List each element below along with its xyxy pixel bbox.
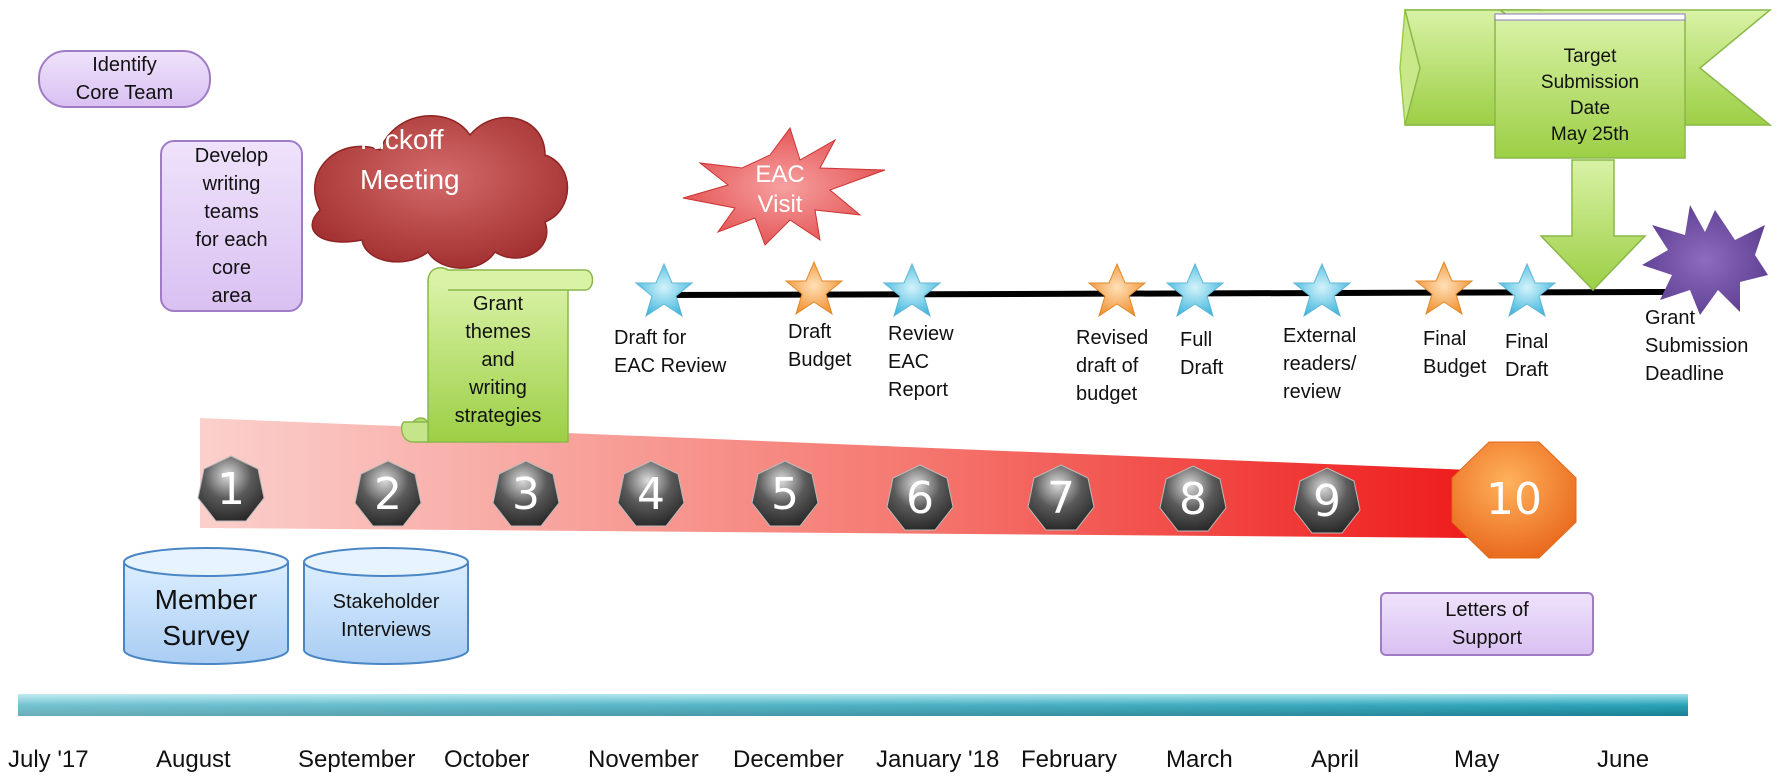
month-label: October xyxy=(444,746,530,773)
milestone-draft-for-eac-review: Draft for EAC Review xyxy=(614,327,727,377)
milestone-revised-draft-of-budget: Revised draft of budget xyxy=(1076,327,1149,405)
develop-writing-teams-label: Develop writing teams for each core area xyxy=(194,145,269,307)
step-1-number: 1 xyxy=(217,464,245,515)
step-9-heptagon-icon xyxy=(1293,467,1361,534)
stakeholder-interviews-cylinder-icon xyxy=(303,547,469,665)
letters-of-support-label: Letters of Support xyxy=(1445,599,1529,649)
step-7-number: 7 xyxy=(1047,473,1075,524)
step-2-heptagon-icon xyxy=(354,460,422,527)
step-9-number: 9 xyxy=(1313,476,1341,527)
step-10-number: 10 xyxy=(1486,474,1542,525)
step-7-heptagon-icon xyxy=(1027,464,1095,531)
star-icon xyxy=(634,262,694,318)
milestone-final-budget: Final Budget xyxy=(1423,328,1487,378)
star-icon xyxy=(882,262,942,318)
identify-core-team-label: Identify Core Team xyxy=(75,54,174,104)
star-icon xyxy=(1414,260,1474,316)
month-label: July '17 xyxy=(8,746,89,773)
step-1-heptagon-icon xyxy=(197,455,265,522)
step-3-heptagon-icon xyxy=(492,460,560,527)
step-3-number: 3 xyxy=(512,469,540,520)
star-icon xyxy=(1087,262,1147,318)
milestone-review-eac-report: Review EAC Report xyxy=(888,323,954,401)
grant-deadline-label: Grant Submission Deadline xyxy=(1645,307,1749,385)
milestone-external-readers-review: External readers/ review xyxy=(1283,325,1357,403)
month-label: April xyxy=(1311,746,1360,773)
member-survey-label: Member Survey xyxy=(154,584,258,651)
month-label: September xyxy=(298,746,416,773)
milestone-full-draft: Full Draft xyxy=(1180,329,1224,379)
step-2-number: 2 xyxy=(374,469,402,520)
month-label: February xyxy=(1021,746,1118,773)
month-label: December xyxy=(733,746,844,773)
month-label: March xyxy=(1166,746,1233,773)
member-survey-cylinder-icon xyxy=(123,547,289,665)
step-markers xyxy=(197,441,1577,559)
grant-deadline-burst-icon xyxy=(1642,205,1768,315)
month-label: August xyxy=(156,746,231,773)
star-icon xyxy=(1497,262,1557,318)
stakeholder-interviews-label: Stakeholder Interviews xyxy=(332,591,440,641)
step-8-heptagon-icon xyxy=(1159,465,1227,532)
milestone-final-draft: Final Draft xyxy=(1505,331,1549,381)
star-icon xyxy=(784,260,844,316)
month-label: May xyxy=(1454,746,1500,773)
milestone-stars xyxy=(634,260,1557,318)
kickoff-cloud-icon xyxy=(311,114,569,269)
step-6-heptagon-icon xyxy=(886,464,954,531)
identify-core-team-box: Identify Core Team xyxy=(38,50,211,108)
star-icon xyxy=(1292,262,1352,318)
grant-themes-scroll-icon xyxy=(400,267,594,443)
star-icon xyxy=(1165,262,1225,318)
step-5-number: 5 xyxy=(771,469,799,520)
eac-visit-burst-icon xyxy=(682,126,886,246)
target-submission-banner-icon xyxy=(1399,9,1773,159)
step-4-number: 4 xyxy=(637,469,665,520)
month-label: January '18 xyxy=(876,746,1000,773)
eac-visit-label: EAC Visit xyxy=(755,161,805,218)
down-arrow-icon xyxy=(1539,159,1647,292)
target-submission-label: Target Submission Date May 25th xyxy=(1540,46,1640,145)
step-10-octagon-icon xyxy=(1451,441,1577,559)
month-label: November xyxy=(588,746,699,773)
step-5-heptagon-icon xyxy=(751,460,819,527)
milestone-draft-budget: Draft Budget xyxy=(788,321,852,371)
step-4-heptagon-icon xyxy=(617,460,685,527)
letters-of-support-box: Letters of Support xyxy=(1380,592,1594,656)
step-8-number: 8 xyxy=(1179,474,1207,525)
month-label: June xyxy=(1597,746,1650,773)
step-6-number: 6 xyxy=(906,473,934,524)
develop-writing-teams-box: Develop writing teams for each core area xyxy=(160,140,303,312)
kickoff-meeting-label: Kickoff Meeting xyxy=(360,124,460,195)
milestone-line xyxy=(659,289,1671,298)
grant-themes-label: Grant themes and writing strategies xyxy=(454,293,542,427)
